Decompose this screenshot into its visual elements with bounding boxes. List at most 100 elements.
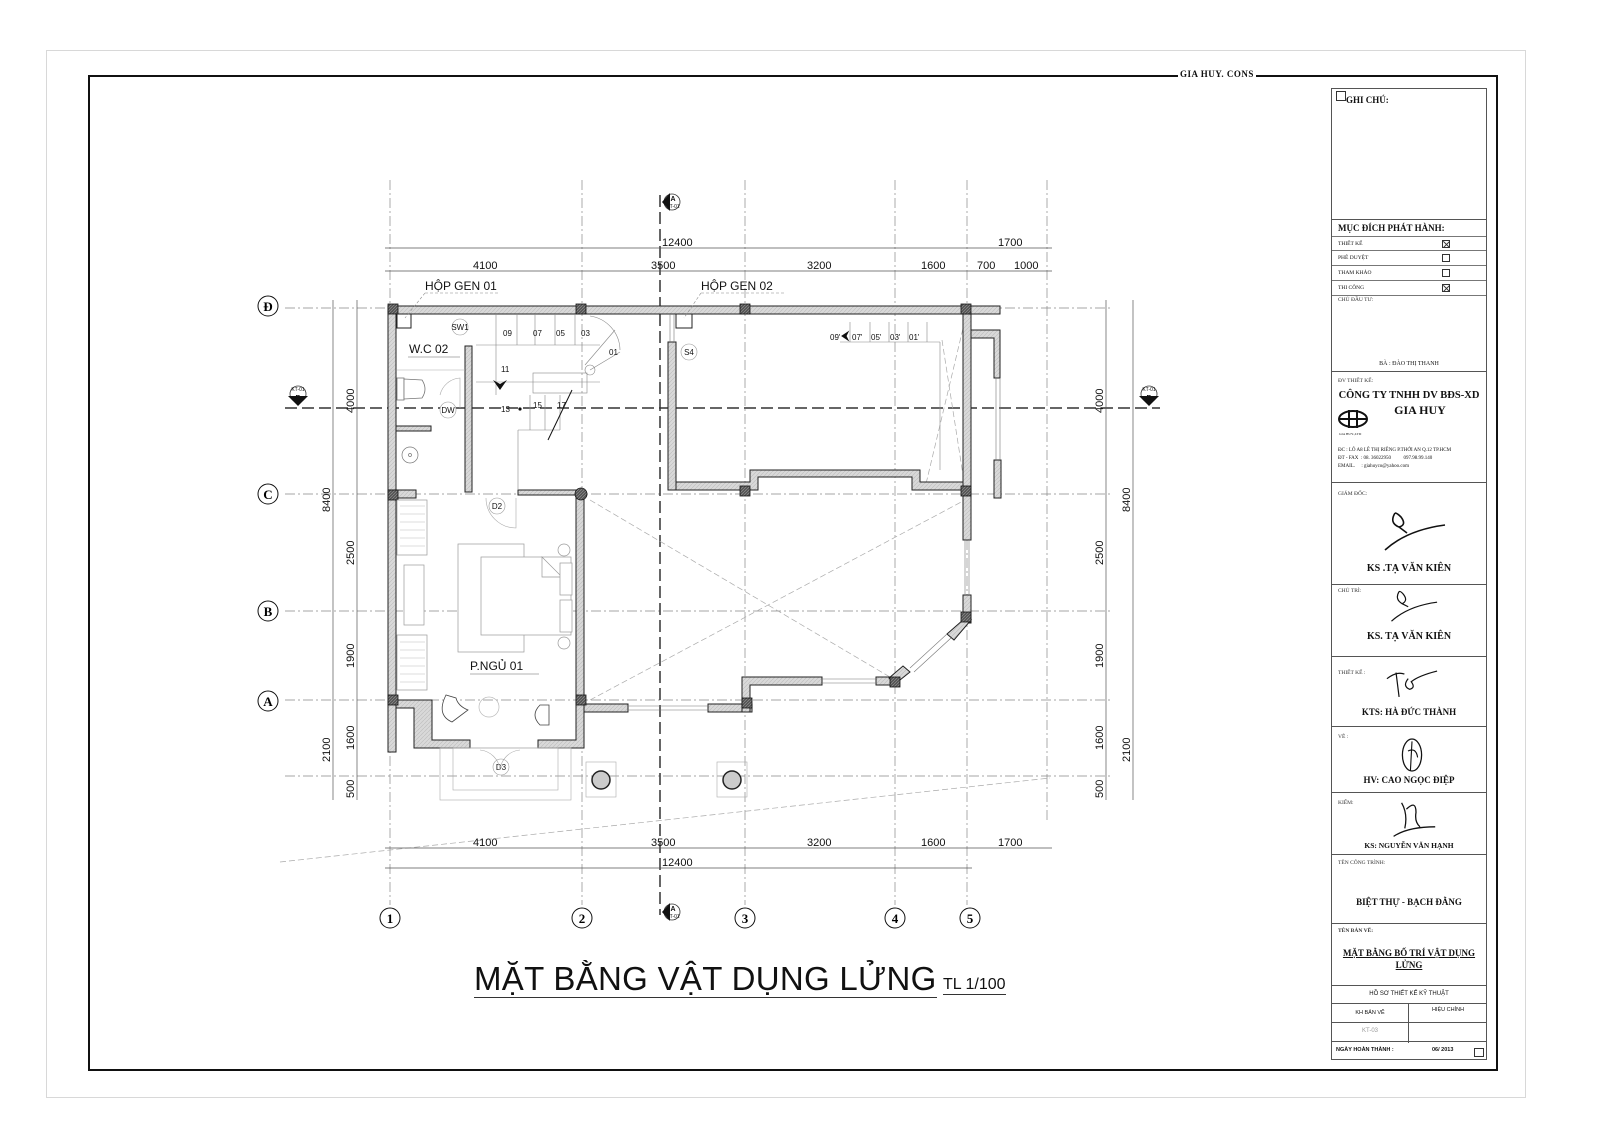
- svg-text:4: 4: [892, 911, 899, 926]
- checkbox-construction[interactable]: [1442, 284, 1450, 292]
- svg-text:15: 15: [533, 401, 542, 410]
- purpose-label: MỤC ĐÍCH PHÁT HÀNH:: [1338, 223, 1445, 233]
- svg-text:05: 05: [556, 329, 565, 338]
- svg-text:8400: 8400: [321, 488, 333, 512]
- dossier-section: HỒ SƠ THIẾT KẾ KỸ THUẬT: [1332, 985, 1486, 1003]
- walls: [387, 305, 1002, 753]
- svg-text:D3: D3: [496, 763, 507, 772]
- svg-text:2100: 2100: [1121, 738, 1133, 762]
- title-block: GHI CHÚ: MỤC ĐÍCH PHÁT HÀNH: THIẾT KẾ PH…: [1331, 88, 1487, 1060]
- grid-bubble-col-4: 4: [884, 907, 906, 929]
- sheet-name-1: MẶT BẰNG BỐ TRÍ VẬT DỤNG: [1342, 948, 1476, 958]
- director-label: GIÁM ĐỐC:: [1338, 491, 1368, 497]
- owner-label: CHỦ ĐẦU TƯ:: [1338, 297, 1374, 303]
- svg-text:500: 500: [345, 780, 357, 798]
- planter-icon: [585, 761, 748, 798]
- section-mark-a-top: A KT-01: [662, 193, 681, 211]
- drawing-frame: [88, 75, 1498, 1071]
- left-dimension-labels: 8400 2100 4000 2500 1900 1600 500: [321, 389, 357, 798]
- sheet-number: KT-03: [1361, 1028, 1378, 1034]
- svg-text:A: A: [670, 196, 675, 203]
- svg-text:11: 11: [501, 365, 510, 374]
- sheet-number-header: KH BẢN VẼ HIỆU CHỈNH: [1332, 1003, 1486, 1043]
- checker-name: KS: NGUYỄN VĂN HẠNH: [1364, 841, 1454, 850]
- checkbox-approval[interactable]: [1442, 254, 1450, 262]
- svg-text:8400: 8400: [1121, 488, 1133, 512]
- shaft-label-1: HỘP GEN 01: [425, 278, 497, 293]
- wc-door-swing: [439, 377, 461, 408]
- checkbox-design[interactable]: [1442, 240, 1450, 248]
- svg-text:13: 13: [501, 405, 510, 414]
- company-name-2: GIA HUY: [1394, 403, 1446, 417]
- svg-text:1: 1: [387, 911, 394, 926]
- section-mark-b-right: KT-01 B: [1139, 385, 1159, 406]
- lead-label: CHỦ TRÌ:: [1338, 588, 1362, 594]
- svg-text:1900: 1900: [345, 644, 357, 668]
- drawing-scale: TL 1/100: [943, 976, 1006, 995]
- svg-text:1000: 1000: [1014, 260, 1038, 272]
- svg-text:09': 09': [830, 333, 841, 342]
- stair-2-numbers: 09' 07' 05' 03' 01': [830, 333, 920, 342]
- svg-text:4000: 4000: [345, 389, 357, 413]
- shaft-label-2: HỘP GEN 02: [701, 278, 773, 293]
- purpose-row-design: THIẾT KẾ: [1332, 236, 1486, 251]
- svg-text:SW1: SW1: [451, 323, 469, 332]
- completion-date: 06/ 2013: [1432, 1047, 1454, 1053]
- company-name-1: CÔNG TY TNHH DV BĐS-XD: [1338, 390, 1480, 401]
- owner-name: BÀ : ĐÀO THỊ THANH: [1379, 361, 1439, 367]
- svg-text:07: 07: [533, 329, 542, 338]
- lead-section: CHỦ TRÌ: KS. TẠ VĂN KIÊN: [1332, 584, 1486, 656]
- svg-text:09: 09: [503, 329, 512, 338]
- notes-label: GHI CHÚ:: [1346, 95, 1389, 105]
- stair-cut-line: [547, 389, 573, 441]
- svg-text:01': 01': [909, 333, 920, 342]
- drafter-signature-icon: [1401, 738, 1423, 772]
- svg-text:1700: 1700: [998, 237, 1022, 249]
- svg-text:1600: 1600: [345, 726, 357, 750]
- drawing-sheet: [46, 50, 1526, 1098]
- checkbox-reference[interactable]: [1442, 269, 1450, 277]
- corner-box: [1474, 1048, 1484, 1057]
- right-dimension-labels: 8400 2100 4000 2500 1900 1600 500: [1094, 389, 1133, 798]
- sheet-number-row: KT-03: [1332, 1022, 1486, 1041]
- svg-text:A: A: [263, 694, 273, 709]
- completion-row: NGÀY HOÀN THÀNH : 06/ 2013: [1332, 1041, 1486, 1061]
- lead-name: KS. TẠ VĂN KIÊN: [1366, 631, 1452, 642]
- svg-text:2100: 2100: [321, 738, 333, 762]
- purpose-row-approval: PHÊ DUYỆT: [1332, 251, 1486, 266]
- svg-text:4000: 4000: [1094, 389, 1106, 413]
- grid-bubble-row-c: C: [257, 483, 279, 505]
- svg-text:1600: 1600: [921, 837, 945, 849]
- logo-caption: GIA HUY.,LTD: [1339, 432, 1362, 436]
- grid-bubble-col-1: 1: [379, 907, 401, 929]
- svg-text:12400: 12400: [662, 237, 693, 249]
- draw-label: VẼ :: [1338, 734, 1349, 740]
- svg-text:500: 500: [1094, 780, 1106, 798]
- company-phone: ĐT - FAX : 08. 36022950 097.98.99.140: [1338, 456, 1433, 461]
- room-label-wc: W.C 02: [409, 342, 449, 356]
- svg-text:B: B: [295, 395, 300, 402]
- sheet-label: TÊN BẢN VẼ:: [1338, 928, 1374, 934]
- sheet-no-label: KH BẢN VẼ: [1355, 1010, 1385, 1016]
- designer-label: ĐV THIẾT KẾ:: [1338, 378, 1374, 384]
- svg-text:Đ: Đ: [263, 299, 272, 314]
- svg-text:KT-01: KT-01: [666, 204, 680, 210]
- grid-bubble-row-b: B: [257, 600, 279, 622]
- project-label: TÊN CÔNG TRÌNH:: [1338, 860, 1386, 866]
- svg-text:B: B: [1146, 395, 1151, 402]
- svg-text:2500: 2500: [345, 541, 357, 565]
- grid-bubble-row-d: Đ: [257, 295, 279, 317]
- svg-text:D2: D2: [492, 502, 503, 511]
- designer-name: KTS: HÀ ĐỨC THÀNH: [1361, 707, 1457, 717]
- designer-signature-icon: [1386, 670, 1438, 697]
- date-label: NGÀY HOÀN THÀNH :: [1336, 1047, 1394, 1053]
- windows: [628, 314, 1001, 711]
- project-name: BIỆT THỰ - BẠCH ĐẰNG: [1356, 897, 1462, 907]
- svg-text:B: B: [264, 604, 273, 619]
- top-dimension-labels: 12400 1700 4100 3500 3200 1600 700 1000: [473, 237, 1038, 272]
- designer-section: ĐV THIẾT KẾ: CÔNG TY TNHH DV BĐS-XD GIA …: [1332, 371, 1486, 469]
- director-signature-icon: [1384, 512, 1446, 551]
- revision-label: HIỆU CHỈNH: [1431, 1007, 1465, 1013]
- brand-label: GIA HUY. CONS: [1178, 69, 1256, 79]
